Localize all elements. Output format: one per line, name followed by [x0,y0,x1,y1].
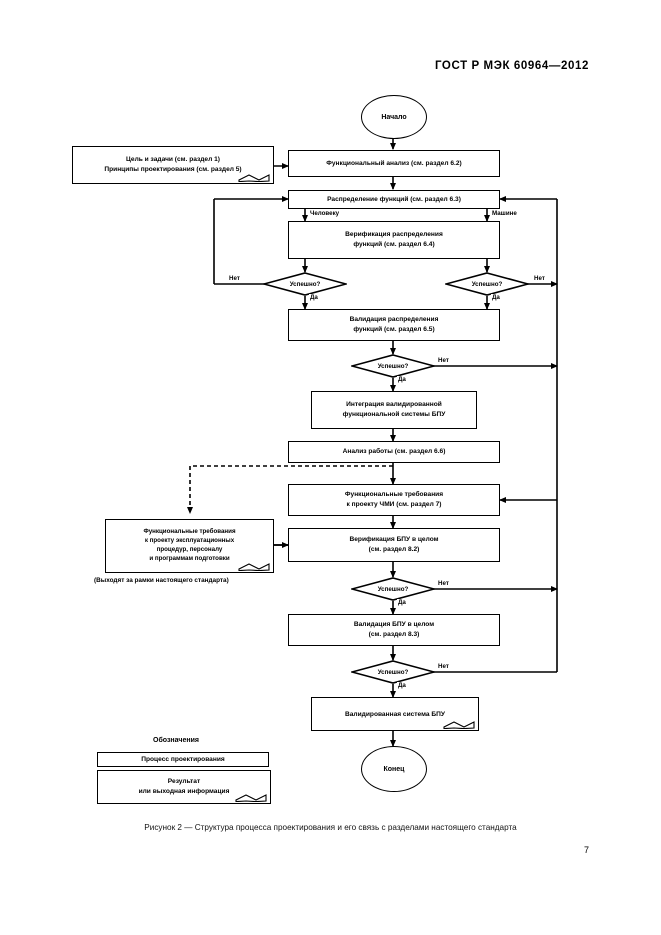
edge-label-yes-4: Да [397,599,407,606]
edge-label-yes-3: Да [397,376,407,383]
node-functional-analysis-label: Функциональный анализ (см. раздел 6.2) [326,159,462,167]
decision-label: Успешно? [289,280,321,288]
diamond-shape [445,272,529,296]
edge-label-to-machine: Машине [491,210,518,217]
decision-verification-mcr: Успешно? [351,577,435,601]
node-function-allocation: Распределение функций (см. раздел 6.3) [288,190,500,209]
node-validated-system-label: Валидированная система БПУ [345,710,445,718]
edge-label-no-2: Нет [533,275,546,282]
edge-label-no-3: Нет [437,357,450,364]
node-validation-mcr-line1: Валидация БПУ в целом [353,621,435,629]
node-hmi-requirements: Функциональные требования к проекту ЧМИ … [288,484,500,516]
document-header: ГОСТ Р МЭК 60964—2012 [434,60,589,72]
legend-result-line2: или выходная информация [138,788,230,795]
node-verification-allocation-line1: Верификация распределения [345,231,443,239]
edge-label-yes-5: Да [397,682,407,689]
decision-label: Успешно? [471,280,503,288]
legend-title: Обозначения [153,737,199,744]
node-ops-requirements-line4: и программам подготовки [149,554,230,562]
figure-flowchart: Начало Цель и задачи (см. раздел 1) Прин… [72,95,558,804]
node-work-analysis-label: Анализ работы (см. раздел 6.6) [342,448,446,456]
terminator-end-label: Конец [383,765,405,773]
decision-label: Успешно? [377,585,409,593]
decision-label: Успешно? [377,362,409,370]
decision-validation-allocation: Успешно? [351,354,435,378]
edge-label-yes-2: Да [491,294,501,301]
terminator-start-label: Начало [381,113,407,121]
diamond-shape [351,660,435,684]
node-goals-line2: Принципы проектирования (см. раздел 5) [104,166,242,173]
node-verification-mcr-line2: (см. раздел 8.2) [368,546,420,553]
node-validation-mcr: Валидация БПУ в целом (см. раздел 8.3) [288,614,500,646]
node-verification-allocation: Верификация распределения функций (см. р… [288,221,500,259]
node-integration-line2: функциональной системы БПУ [342,411,446,418]
node-validation-allocation: Валидация распределения функций (см. раз… [288,309,500,341]
diamond-shape [351,354,435,378]
node-hmi-requirements-line2: к проекту ЧМИ (см. раздел 7) [346,501,442,508]
node-ops-requirements: Функциональные требования к проекту эксп… [105,519,274,573]
terminator-end: Конец [361,746,427,792]
node-ops-requirements-line3: процедур, персоналу [156,546,223,553]
node-function-allocation-label: Распределение функций (см. раздел 6.3) [327,195,461,203]
flowchart-connectors [187,136,558,747]
node-validation-allocation-line1: Валидация распределения [349,316,439,324]
legend-process-box: Процесс проектирования [97,752,269,767]
node-verification-mcr: Верификация БПУ в целом (см. раздел 8.2) [288,528,500,562]
decision-validation-mcr: Успешно? [351,660,435,684]
node-verification-allocation-line2: функций (см. раздел 6.4) [353,241,435,248]
terminator-start: Начало [361,95,427,139]
edge-label-no-1: Нет [228,275,241,282]
decision-verification-allocation-machine: Успешно? [445,272,529,296]
note-out-of-scope: (Выходят за рамки настоящего стандарта) [94,577,229,584]
diamond-shape [351,577,435,601]
edge-label-no-4: Нет [437,580,450,587]
edge-label-to-human: Человеку [309,210,341,217]
page-number: 7 [583,845,589,855]
legend-result-box: Результат или выходная информация [97,770,271,804]
node-ops-requirements-line2: к проекту эксплуатационных [144,537,235,545]
node-hmi-requirements-line1: Функциональные требования [344,491,444,499]
node-integration: Интеграция валидированной функциональной… [311,391,477,429]
node-validated-system: Валидированная система БПУ [311,697,479,731]
node-verification-mcr-line1: Верификация БПУ в целом [349,536,439,544]
edge-label-no-5: Нет [437,663,450,670]
diamond-shape [263,272,347,296]
node-validation-allocation-line2: функций (см. раздел 6.5) [353,326,435,333]
node-ops-requirements-line1: Функциональные требования [143,528,236,536]
edge-label-yes-1: Да [309,294,319,301]
node-functional-analysis: Функциональный анализ (см. раздел 6.2) [288,150,500,177]
legend-process-label: Процесс проектирования [141,755,225,763]
node-goals-line1: Цель и задачи (см. раздел 1) [126,156,220,164]
legend-result-line1: Результат [167,778,201,786]
node-goals-principles: Цель и задачи (см. раздел 1) Принципы пр… [72,146,274,184]
decision-label: Успешно? [377,668,409,676]
figure-caption: Рисунок 2 — Структура процесса проектиро… [144,823,517,832]
node-work-analysis: Анализ работы (см. раздел 6.6) [288,441,500,463]
node-integration-line1: Интеграция валидированной [346,401,442,409]
node-validation-mcr-line2: (см. раздел 8.3) [368,631,420,638]
decision-verification-allocation-human: Успешно? [263,272,347,296]
